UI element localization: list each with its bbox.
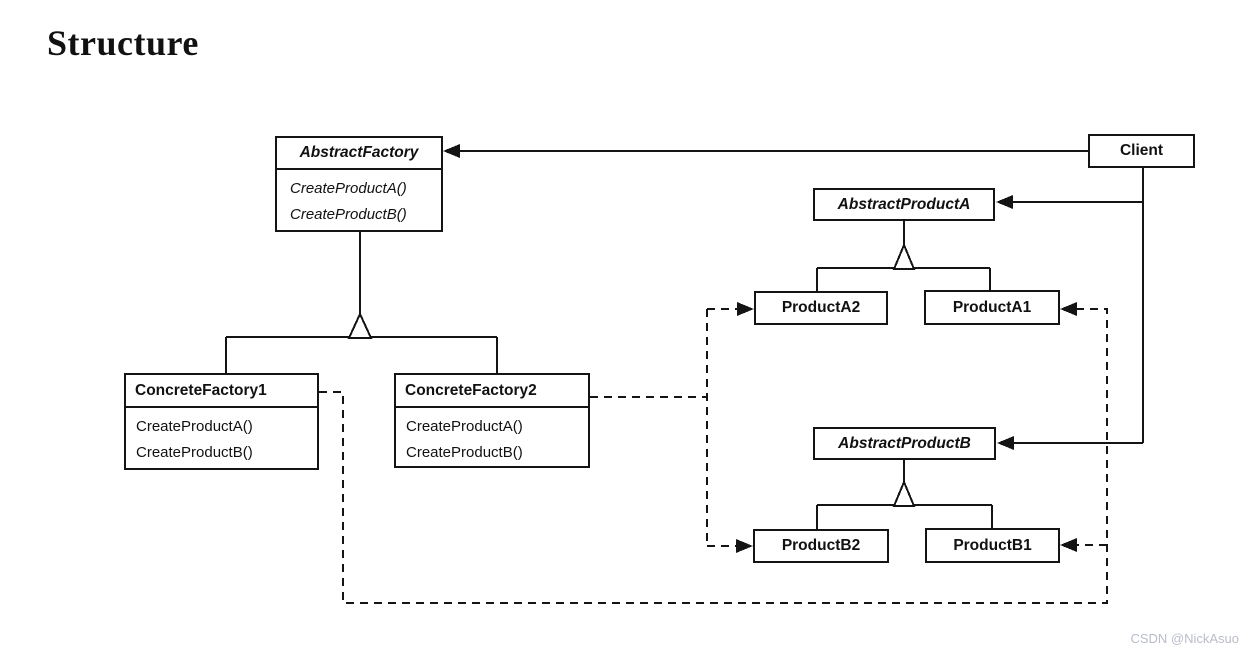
class-name-product-b1: ProductB1 xyxy=(953,536,1032,554)
arrowhead-producta2-icon xyxy=(737,302,754,316)
class-name-product-a2: ProductA2 xyxy=(781,299,861,316)
arrowhead-productb1-icon xyxy=(1060,538,1077,552)
page-title: Structure xyxy=(47,23,199,63)
arrowhead-abstractproductb-icon xyxy=(997,436,1014,450)
class-box-product-b1: ProductB1 xyxy=(925,528,1060,563)
inheritance-triangle-abstractproducta-icon xyxy=(892,242,916,270)
compartment-divider xyxy=(126,406,317,408)
class-box-product-a1: ProductA1 xyxy=(924,290,1060,325)
class-name-product-a1: ProductA1 xyxy=(952,298,1032,316)
class-box-product-b2: ProductB2 xyxy=(753,529,889,563)
inheritance-triangle-abstractfactory-icon xyxy=(347,311,373,339)
class-box-abstract-factory: AbstractFactory CreateProductA() CreateP… xyxy=(275,136,443,232)
method-concretefactory2-createproductb: CreateProductB() xyxy=(406,444,523,461)
watermark: CSDN @NickAsuo xyxy=(1130,631,1239,646)
method-abstractfactory-createproductb: CreateProductB() xyxy=(290,206,407,223)
compartment-divider xyxy=(396,406,588,408)
class-box-concrete-factory-2: ConcreteFactory2 CreateProductA() Create… xyxy=(394,373,590,468)
class-name-concrete-factory-1: ConcreteFactory1 xyxy=(135,381,267,399)
inheritance-triangle-abstractproductb-icon xyxy=(892,479,916,507)
class-box-abstract-product-b: AbstractProductB xyxy=(813,427,996,460)
arrowhead-abstractfactory-icon xyxy=(443,144,460,158)
class-box-client: Client xyxy=(1088,134,1195,168)
arrowhead-abstractproducta-icon xyxy=(996,195,1013,209)
method-concretefactory2-createproducta: CreateProductA() xyxy=(406,418,523,435)
method-concretefactory1-createproducta: CreateProductA() xyxy=(136,418,253,435)
class-name-abstract-product-a: AbstractProductA xyxy=(837,195,971,213)
class-name-product-b2: ProductB2 xyxy=(781,537,861,554)
class-name-client: Client xyxy=(1119,142,1164,159)
class-box-product-a2: ProductA2 xyxy=(754,291,888,325)
class-name-abstract-factory: AbstractFactory xyxy=(299,144,419,161)
class-name-concrete-factory-2: ConcreteFactory2 xyxy=(405,381,537,399)
inheritance-abstractfactory-lines xyxy=(225,232,498,373)
class-box-abstract-product-a: AbstractProductA xyxy=(813,188,995,221)
client-to-products-line xyxy=(1010,167,1144,444)
arrowhead-productb2-icon xyxy=(736,539,753,553)
method-abstractfactory-createproducta: CreateProductA() xyxy=(290,180,407,197)
method-concretefactory1-createproductb: CreateProductB() xyxy=(136,444,253,461)
class-name-abstract-product-b: AbstractProductB xyxy=(838,434,971,452)
class-box-concrete-factory-1: ConcreteFactory1 CreateProductA() Create… xyxy=(124,373,319,470)
arrowhead-producta1-icon xyxy=(1060,302,1077,316)
compartment-divider xyxy=(277,168,441,170)
creates-concretefactory2-dashed-line xyxy=(590,308,737,547)
